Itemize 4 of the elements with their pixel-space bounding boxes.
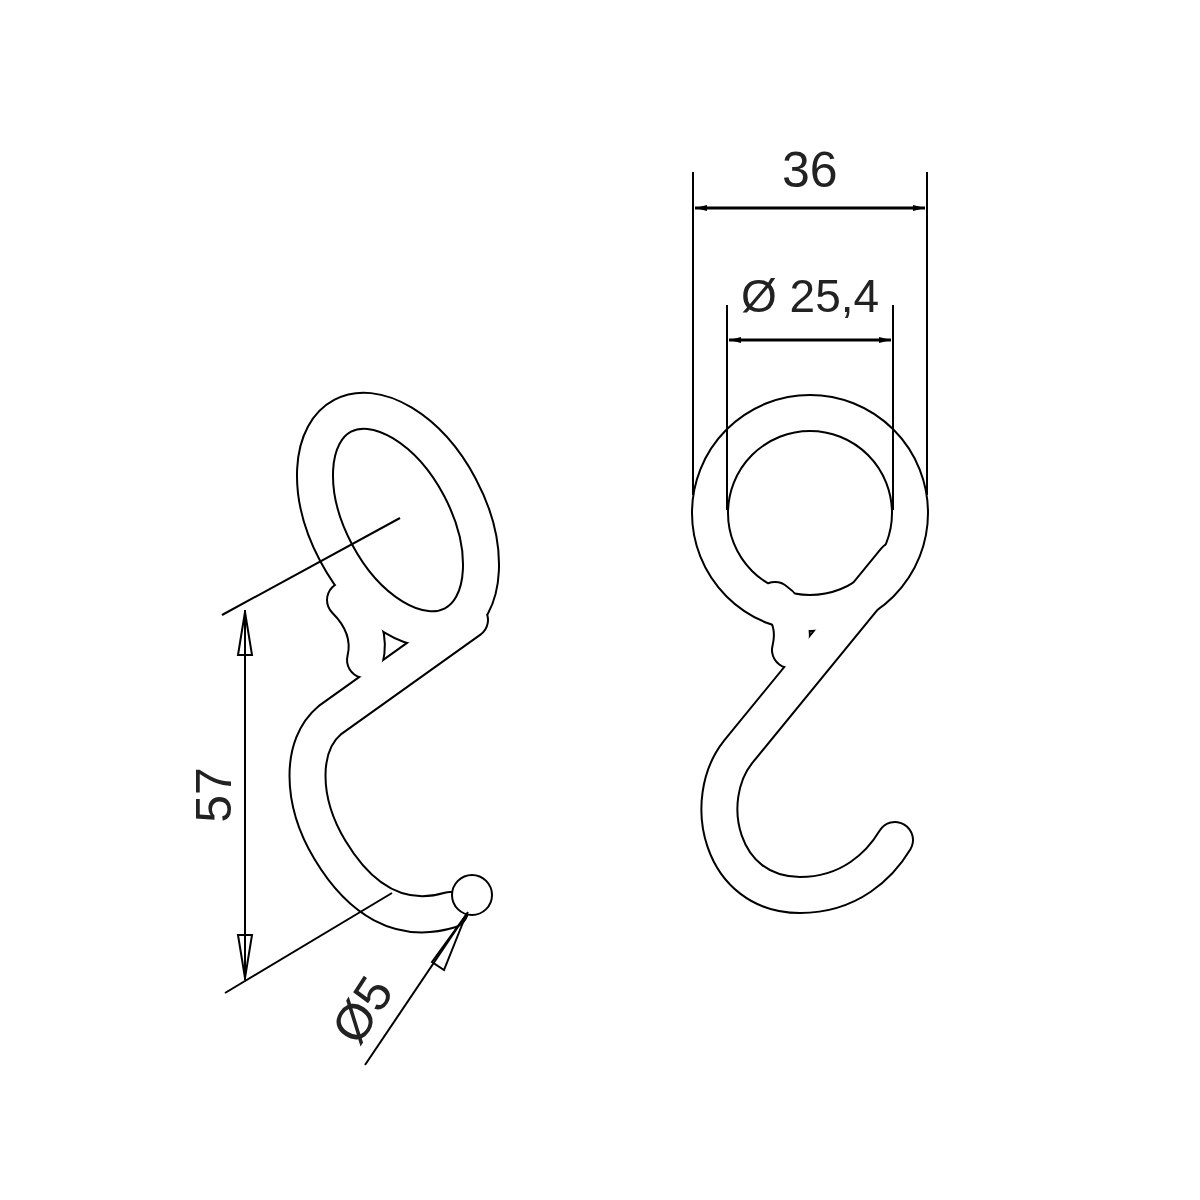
- dimension-label: 36: [782, 145, 838, 195]
- dimension-label: Ø5: [322, 968, 401, 1052]
- dimension-label: Ø 25,4: [741, 273, 880, 319]
- dimension-label: 57: [188, 767, 239, 823]
